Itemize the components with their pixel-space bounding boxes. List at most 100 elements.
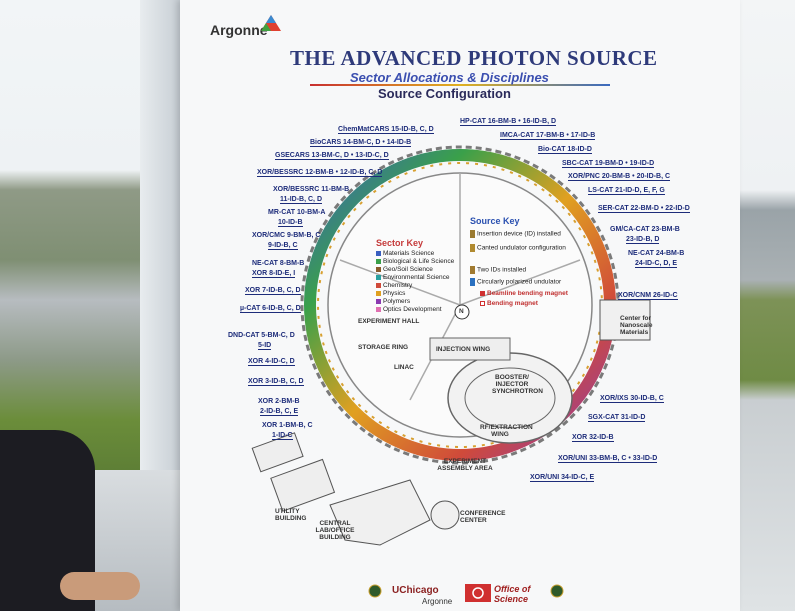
sector-key-item: Geo/Soil Science [376,266,433,273]
utility-label: UTILITY BUILDING [275,508,307,522]
sector-key-item-label: Optics Development [383,306,442,313]
sector-label: DND-CAT 5-BM-C, D [228,332,295,339]
source-key-item-label: Bending magnet [487,300,538,307]
sector-key-item: Environmental Science [376,274,449,281]
sector-label: 11-ID-B, C, D [280,196,323,204]
swatch-icon [376,306,381,312]
swatch-icon [470,230,475,238]
experiment-hall-label: EXPERIMENT HALL [358,318,420,325]
sector-label: SBC-CAT 19-BM-D • 19-ID-D [562,160,655,168]
injection-wing-label: INJECTION WING [436,346,491,353]
swatch-icon [376,274,381,280]
cnm-building [599,299,651,341]
swatch-icon [470,278,475,286]
utility-building [270,458,336,512]
poster-title: THE ADVANCED PHOTON SOURCE [290,46,658,70]
swatch-icon [376,282,381,288]
sector-label: µ-CAT 6-ID-B, C, D [240,305,301,313]
cnm-label: Center for Nanoscale Materials [620,315,653,336]
poster-subtitle: Sector Allocations & Disciplines [350,70,549,85]
uchicago-logo-text: UChicago [392,585,439,596]
sector-label: 24-ID-C, D, E [635,260,678,268]
sector-label: XOR/IXS 30-ID-B, C [600,395,664,403]
sector-label: BioCARS 14-BM-C, D • 14-ID-B [310,139,412,147]
sector-key-item-label: Chemistry [383,282,413,289]
sector-label: XOR/CNM 26-ID-C [618,292,678,300]
swatch-icon [376,250,381,256]
window-right [735,0,795,611]
sector-label: XOR/CMC 9-BM-B, C [252,232,321,239]
swatch-icon [376,266,381,272]
sector-label: XOR 8-ID-E, I [252,270,296,278]
source-key-item: Bending magnet [480,300,538,307]
sector-label: XOR 1-BM-B, C [262,422,313,429]
sector-key-item-label: Polymers [383,298,411,305]
sector-label: NE-CAT 8-BM-B [252,260,305,267]
source-key-item-label: Circularly polarized undulator [477,278,562,286]
linac-label: LINAC [394,364,414,371]
sector-label: NE-CAT 24-BM-B [628,250,685,257]
sector-label: 9-ID-B, C [268,242,298,250]
sector-key-item-label: Geo/Soil Science [383,266,433,273]
sector-label: MR-CAT 10-BM-A [268,209,326,216]
sector-key-item: Materials Science [376,250,434,257]
small-building [251,432,304,473]
sector-label: XOR 3-ID-B, C, D [248,378,304,386]
title-rule [310,84,610,86]
sector-label: IMCA-CAT 17-BM-B • 17-ID-B [500,132,596,140]
swatch-icon [376,290,381,296]
swatch-icon [376,298,381,304]
sector-label: XOR/UNI 34-ID-C, E [530,474,595,482]
sector-label: Bio-CAT 18-ID-D [538,146,592,154]
north-label: N [459,308,464,315]
sector-label: 23-ID-B, D [626,236,660,244]
swatch-icon [480,300,485,306]
swatch-icon [470,244,475,252]
argonne-footer-text: Argonne [422,597,453,606]
doe-seal-icon [368,584,382,598]
north-arrow-icon [454,304,470,320]
sector-label: GSECARS 13-BM-C, D • 13-ID-C, D [275,152,389,160]
sector-label: XOR/PNC 20-BM-B • 20-ID-B, C [568,173,671,181]
injection-wing [429,337,511,361]
poster: Argonne THE ADVANCED PHOTON SOURCE Secto… [180,0,740,611]
doe-seal-icon [550,584,564,598]
sector-label: XOR 2-BM-B [258,398,300,405]
sector-label: XOR/UNI 33-BM-B, C • 33-ID-D [558,455,658,463]
ring-map [251,145,651,546]
sector-key-item-label: Physics [383,290,406,297]
rf-wing-label: RF/EXTRACTION WING [480,424,533,438]
argonne-logo-text: Argonne [210,22,268,38]
storage-ring-label: STORAGE RING [358,344,409,351]
sector-key-item-label: Environmental Science [383,274,450,281]
sector-key-item: Chemistry [376,282,412,289]
source-key-item: Beamline bending magnet [480,290,568,297]
sector-key-item: Polymers [376,298,410,305]
sector-key-title: Sector Key [376,238,424,248]
sector-key-item: Biological & Life Science [376,258,454,265]
sector-key-item-label: Materials Science [383,250,435,257]
assembly-label: EXPERIMENT ASSEMBLY AREA [437,458,493,472]
source-key-item: Two IDs installed [470,266,526,274]
sector-label: LS-CAT 21-ID-D, E, F, G [588,187,665,195]
sector-label: GM/CA-CAT 23-BM-B [610,226,680,233]
conference-label: CONFERENCE CENTER [460,510,506,524]
sector-label: 1-ID-C [272,432,293,440]
sector-label: XOR 4-ID-C, D [248,358,295,366]
central-lab-building [329,479,431,546]
sector-key-item: Physics [376,290,405,297]
sector-label: XOR/BESSRC 11-BM-B [273,186,350,193]
office-science-logo-icon [465,584,491,602]
sector-label: ChemMatCARS 15-ID-B, C, D [338,126,434,134]
booster-label: BOOSTER/ INJECTOR SYNCHROTRON [492,374,543,395]
sector-label: SGX-CAT 31-ID-D [588,414,646,422]
source-key-item: Insertion device (ID) installed [470,230,561,238]
office-science-text: Office of Science [494,584,531,604]
sector-label: XOR 7-ID-B, C, D [245,287,301,295]
swatch-icon [376,258,381,264]
sector-label: HP-CAT 16-BM-B • 16-ID-B, D [460,118,557,126]
person-hand [60,572,140,600]
sector-key-item-label: Biological & Life Science [383,258,455,265]
source-key-item-label: Insertion device (ID) installed [477,230,561,238]
swatch-icon [480,290,485,296]
